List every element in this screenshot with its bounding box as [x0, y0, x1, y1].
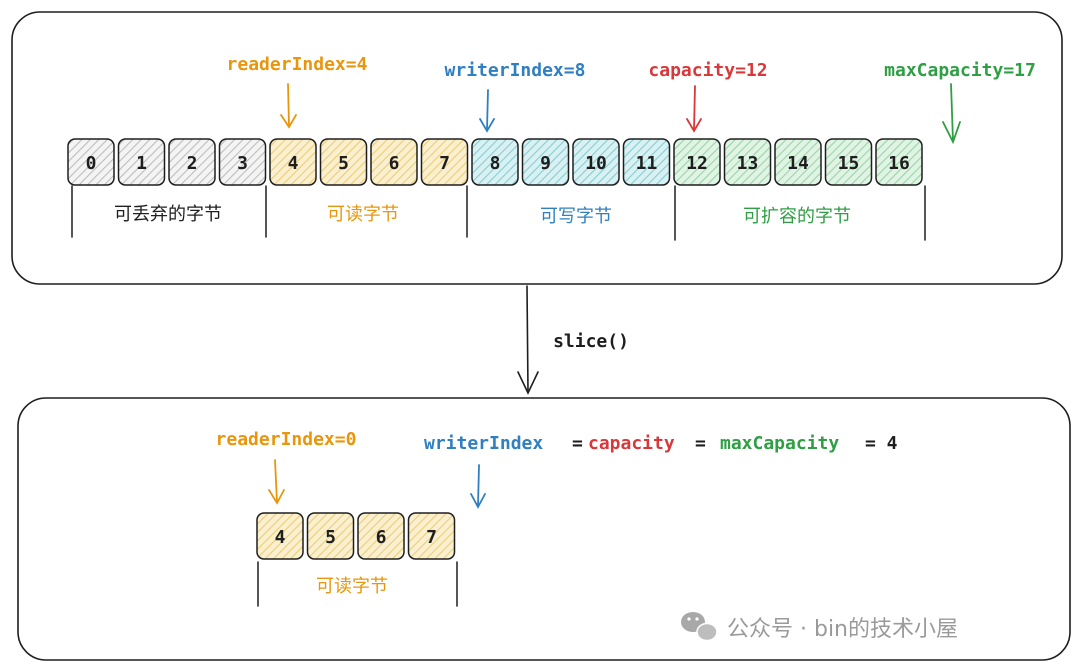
top-byte-cell-label: 8	[490, 153, 501, 174]
top-byte-cell-label: 12	[686, 153, 708, 174]
bottom-byte-cell-4: 4	[256, 512, 304, 560]
top-max-capacity-arrow	[942, 83, 961, 145]
bottom-region-read-label: 可读字节	[316, 576, 388, 597]
bottom-byte-cell-6: 6	[357, 512, 405, 560]
top-byte-cell-label: 11	[636, 153, 658, 174]
bottom-byte-cell-label: 6	[376, 527, 387, 548]
bottom-writer-index-label: writerIndex	[424, 433, 543, 454]
bottom-byte-cell-5: 5	[306, 512, 355, 560]
bottom-writer-arrow	[470, 464, 486, 509]
watermark-text: 公众号 · bin的技术小屋	[727, 617, 958, 642]
top-byte-cell-1: 1	[117, 138, 166, 186]
top-byte-cell-9: 9	[521, 138, 570, 186]
bottom-byte-cell-label: 5	[325, 527, 336, 548]
top-capacity-label: capacity=12	[648, 60, 767, 81]
top-writer-arrow	[479, 89, 495, 133]
wechat-icon	[681, 612, 718, 642]
top-byte-cell-label: 14	[787, 153, 809, 174]
top-byte-cell-label: 0	[86, 153, 97, 174]
bottom-byte-cell-label: 4	[275, 527, 286, 548]
top-byte-cell-4: 4	[269, 138, 317, 186]
top-byte-cell-13: 13	[723, 138, 772, 186]
top-byte-cell-label: 1	[136, 153, 147, 174]
bottom-equals-1: =	[572, 433, 583, 454]
top-byte-cell-12: 12	[673, 138, 721, 186]
top-region-read-label: 可读字节	[327, 204, 399, 225]
top-byte-cell-label: 16	[888, 153, 910, 174]
bottom-equals-2: =	[695, 433, 706, 454]
bottom-reader-index-label: readerIndex=0	[216, 429, 357, 450]
bottom-index-equation: writerIndex = capacity = maxCapacity = 4	[424, 433, 898, 454]
top-capacity-arrow	[686, 85, 702, 133]
top-byte-cell-label: 10	[585, 153, 607, 174]
top-reader-index-label: readerIndex=4	[227, 54, 368, 75]
bottom-capacity-label: capacity	[588, 433, 675, 454]
slice-arrow	[517, 285, 539, 395]
top-byte-cell-15: 15	[824, 138, 873, 186]
top-byte-cell-14: 14	[774, 138, 822, 186]
bottom-max-capacity-label: maxCapacity	[720, 433, 839, 454]
top-byte-cell-5: 5	[319, 138, 368, 186]
top-byte-cell-label: 5	[338, 153, 349, 174]
top-byte-cell-label: 2	[187, 153, 198, 174]
top-region-expand-label: 可扩容的字节	[743, 206, 851, 227]
top-byte-cell-2: 2	[168, 138, 216, 186]
top-byte-cell-8: 8	[471, 138, 519, 186]
top-panel	[11, 11, 1063, 285]
slice-label: slice()	[553, 331, 629, 352]
top-max-capacity-label: maxCapacity=17	[884, 60, 1036, 81]
top-byte-cell-label: 6	[389, 153, 400, 174]
top-byte-cell-0: 0	[67, 138, 115, 186]
bottom-byte-cells: 4 5 6 7	[256, 512, 456, 560]
bottom-byte-cell-label: 7	[426, 527, 437, 548]
top-byte-cell-label: 15	[838, 153, 860, 174]
top-writer-index-label: writerIndex=8	[445, 60, 586, 81]
bottom-byte-cell-7: 7	[407, 512, 456, 560]
top-byte-cell-label: 4	[288, 153, 299, 174]
bottom-reader-arrow	[268, 459, 285, 505]
bottom-capacity-value: = 4	[865, 433, 898, 454]
top-reader-arrow	[280, 83, 297, 129]
top-byte-cell-11: 11	[622, 138, 671, 186]
top-byte-cell-16: 16	[875, 138, 923, 186]
top-region-discard-label: 可丢弃的字节	[114, 204, 222, 225]
top-byte-cell-label: 9	[540, 153, 551, 174]
top-byte-cell-10: 10	[572, 138, 620, 186]
bottom-region-dividers	[257, 561, 458, 607]
top-byte-cell-3: 3	[218, 138, 267, 186]
top-byte-cell-7: 7	[420, 138, 469, 186]
top-byte-cell-label: 7	[439, 153, 450, 174]
top-byte-cell-label: 13	[737, 153, 759, 174]
top-byte-cell-label: 3	[237, 153, 248, 174]
top-region-write-label: 可写字节	[540, 206, 612, 227]
top-region-dividers	[71, 185, 926, 241]
bottom-panel	[17, 397, 1071, 661]
top-byte-cell-6: 6	[370, 138, 418, 186]
